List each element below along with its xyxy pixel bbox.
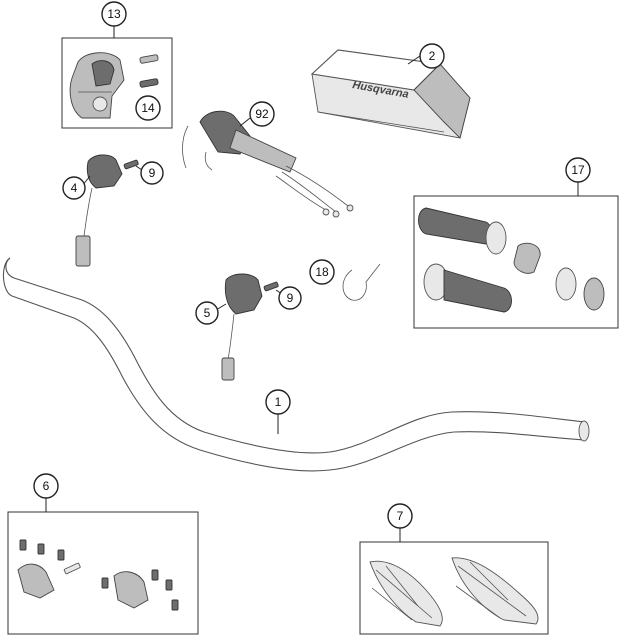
switch-5: [221, 273, 263, 381]
callout-7: 7: [387, 503, 413, 529]
leader-2: [407, 55, 421, 65]
svg-text:2: 2: [429, 49, 436, 63]
callout-9-a: 9: [140, 161, 164, 185]
svg-text:4: 4: [71, 181, 78, 195]
callout-4: 4: [62, 176, 86, 200]
callout-9-b: 9: [278, 286, 302, 310]
group-7-box: [359, 541, 549, 635]
switch-4: [75, 154, 123, 267]
callout-14: 14: [135, 95, 161, 121]
callout-1: 1: [265, 389, 291, 415]
svg-text:9: 9: [287, 291, 294, 305]
svg-text:6: 6: [43, 479, 50, 493]
callout-13: 13: [101, 1, 127, 27]
callout-92: 92: [249, 101, 275, 127]
callout-5: 5: [195, 301, 219, 325]
screw-9-a: [123, 159, 139, 170]
group-6-box: [7, 511, 199, 635]
svg-text:18: 18: [315, 265, 329, 279]
cable-tie-18: [342, 263, 381, 301]
callout-18: 18: [309, 259, 335, 285]
callout-2: 2: [419, 43, 445, 69]
screw-9-b: [263, 281, 279, 292]
grip-set-17: [418, 207, 605, 313]
leader-92: [239, 117, 251, 127]
svg-text:14: 14: [141, 101, 155, 115]
handlebar: [2, 257, 590, 472]
svg-text:92: 92: [255, 107, 269, 121]
screws-14: [139, 54, 159, 88]
svg-text:13: 13: [107, 7, 121, 21]
svg-text:1: 1: [275, 395, 282, 409]
switch-housing-13: [69, 52, 125, 119]
callout-17: 17: [565, 157, 591, 183]
group-13-box: [61, 37, 173, 129]
hand-guards-7: [369, 557, 539, 627]
callout-6: 6: [33, 473, 59, 499]
svg-text:17: 17: [571, 163, 585, 177]
group-17-box: [413, 195, 619, 329]
throttle-assembly-92: [182, 110, 354, 218]
clamp-set-6: [17, 539, 179, 611]
svg-text:7: 7: [397, 509, 404, 523]
svg-text:5: 5: [204, 306, 211, 320]
handlebar-pad: Husqvarna: [310, 49, 471, 139]
svg-text:9: 9: [149, 166, 156, 180]
